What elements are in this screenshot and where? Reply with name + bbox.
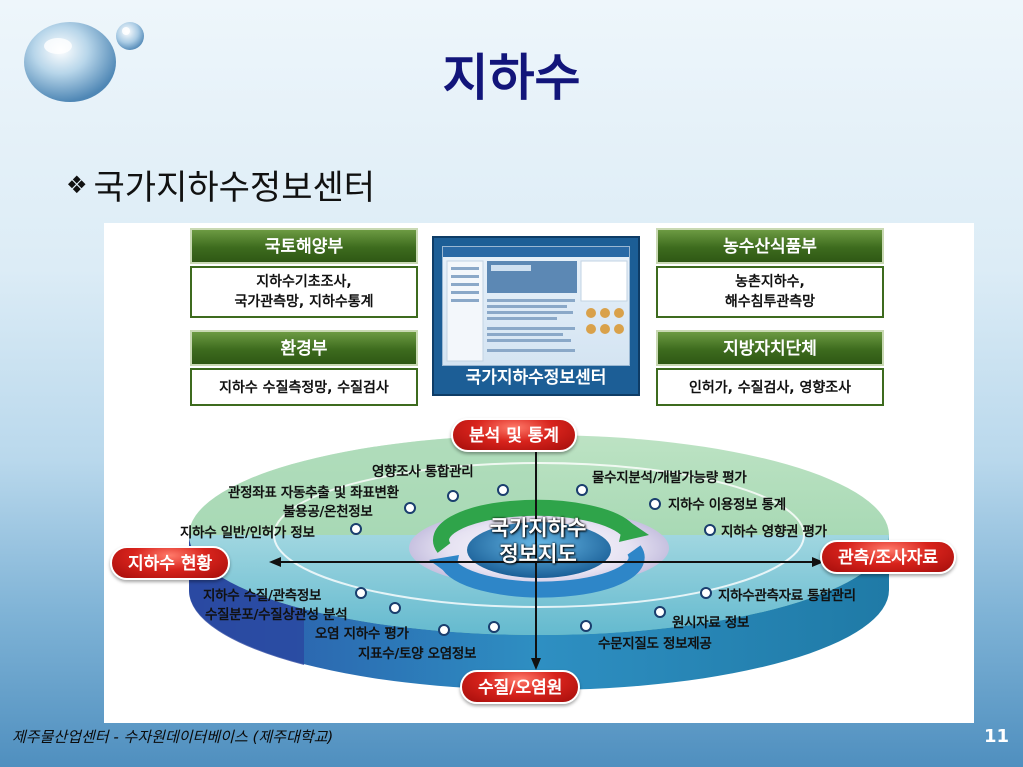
item-label: 오염 지하수 평가 xyxy=(315,626,409,642)
item-label: 영향조사 통합관리 xyxy=(372,464,474,480)
info-map-disc xyxy=(188,435,889,690)
item-dot xyxy=(438,624,450,636)
ministry-head: 지방자치단체 xyxy=(656,330,884,366)
item-label: 지하수 영향권 평가 xyxy=(721,524,827,540)
ministry-body-line: 지하수기초조사, xyxy=(256,274,352,290)
item-label: 불용공/온천정보 xyxy=(283,504,373,520)
item-label: 지하수 일반/인허가 정보 xyxy=(180,525,315,541)
ministry-body-line: 농촌지하수, xyxy=(735,274,805,290)
page-number: 11 xyxy=(983,726,1009,747)
footer-source: 제주물산업센터 - 수자원데이터베이스 (제주대학교) xyxy=(12,728,334,746)
bullet-item: ❖ 국가지하수정보센터 xyxy=(66,160,375,209)
website-screenshot xyxy=(442,246,630,366)
item-dot xyxy=(404,502,416,514)
ministry-body-line: 국가관측망, 지하수통계 xyxy=(234,294,374,310)
pill-water-quality-pollution: 수질/오염원 xyxy=(460,670,581,704)
item-dot xyxy=(580,620,592,632)
ministry-mifaff: 농수산식품부 농촌지하수, 해수침투관측망 xyxy=(656,228,884,318)
ministry-body-line: 해수침투관측망 xyxy=(724,294,816,310)
item-label: 수문지질도 정보제공 xyxy=(598,636,712,652)
slide-title: 지하수 xyxy=(442,49,581,107)
ministry-local: 지방자치단체 인허가, 수질검사, 영향조사 xyxy=(656,330,884,406)
item-label: 지하수 이용정보 통계 xyxy=(668,497,786,513)
pill-groundwater-status: 지하수 현황 xyxy=(110,546,231,580)
water-drop-decoration xyxy=(24,22,144,102)
core-line: 국가지하수 xyxy=(489,516,587,540)
item-label: 지표수/토양 오염정보 xyxy=(358,646,477,662)
item-label: 물수지분석/개발가능량 평가 xyxy=(592,470,747,486)
pill-analysis-statistics: 분석 및 통계 xyxy=(451,418,578,452)
item-label: 관정좌표 자동추출 및 좌표변환 xyxy=(228,485,399,501)
item-dot xyxy=(576,484,588,496)
item-dot xyxy=(488,621,500,633)
ministry-head: 국토해양부 xyxy=(190,228,418,264)
ministry-env: 환경부 지하수 수질측정망, 수질검사 xyxy=(190,330,418,406)
gims-website-thumbnail: 국가지하수정보센터 xyxy=(432,236,640,396)
ministry-head: 농수산식품부 xyxy=(656,228,884,264)
item-dot xyxy=(649,498,661,510)
item-dot xyxy=(654,606,666,618)
ministry-body: 지하수 수질측정망, 수질검사 xyxy=(190,368,418,406)
item-dot xyxy=(704,524,716,536)
item-dot xyxy=(350,523,362,535)
item-label: 원시자료 정보 xyxy=(672,615,750,631)
ministry-body-line: 지하수 수질측정망, 수질검사 xyxy=(219,380,389,396)
core-line: 정보지도 xyxy=(499,542,577,566)
ministry-mltm: 국토해양부 지하수기초조사, 국가관측망, 지하수통계 xyxy=(190,228,418,318)
core-label: 국가지하수 정보지도 xyxy=(463,515,613,585)
bullet-text: 국가지하수정보센터 xyxy=(93,168,376,208)
ministry-body: 지하수기초조사, 국가관측망, 지하수통계 xyxy=(190,266,418,318)
item-dot xyxy=(355,587,367,599)
ministry-head: 환경부 xyxy=(190,330,418,366)
center-caption: 국가지하수정보센터 xyxy=(465,368,607,388)
item-label: 지하수관측자료 통합관리 xyxy=(718,588,856,604)
item-label: 지하수 수질/관측정보 xyxy=(203,588,322,604)
pill-observation-survey: 관측/조사자료 xyxy=(820,540,957,574)
item-dot xyxy=(447,490,459,502)
diamond-bullet-icon: ❖ xyxy=(66,170,88,199)
ministry-body: 인허가, 수질검사, 영향조사 xyxy=(656,368,884,406)
item-dot xyxy=(700,587,712,599)
ministry-body-line: 인허가, 수질검사, 영향조사 xyxy=(688,380,852,396)
ministry-body: 농촌지하수, 해수침투관측망 xyxy=(656,266,884,318)
website-mockup-graphic xyxy=(443,247,629,362)
item-dot xyxy=(497,484,509,496)
item-label: 수질분포/수질상관성 분석 xyxy=(205,607,348,623)
item-dot xyxy=(389,602,401,614)
